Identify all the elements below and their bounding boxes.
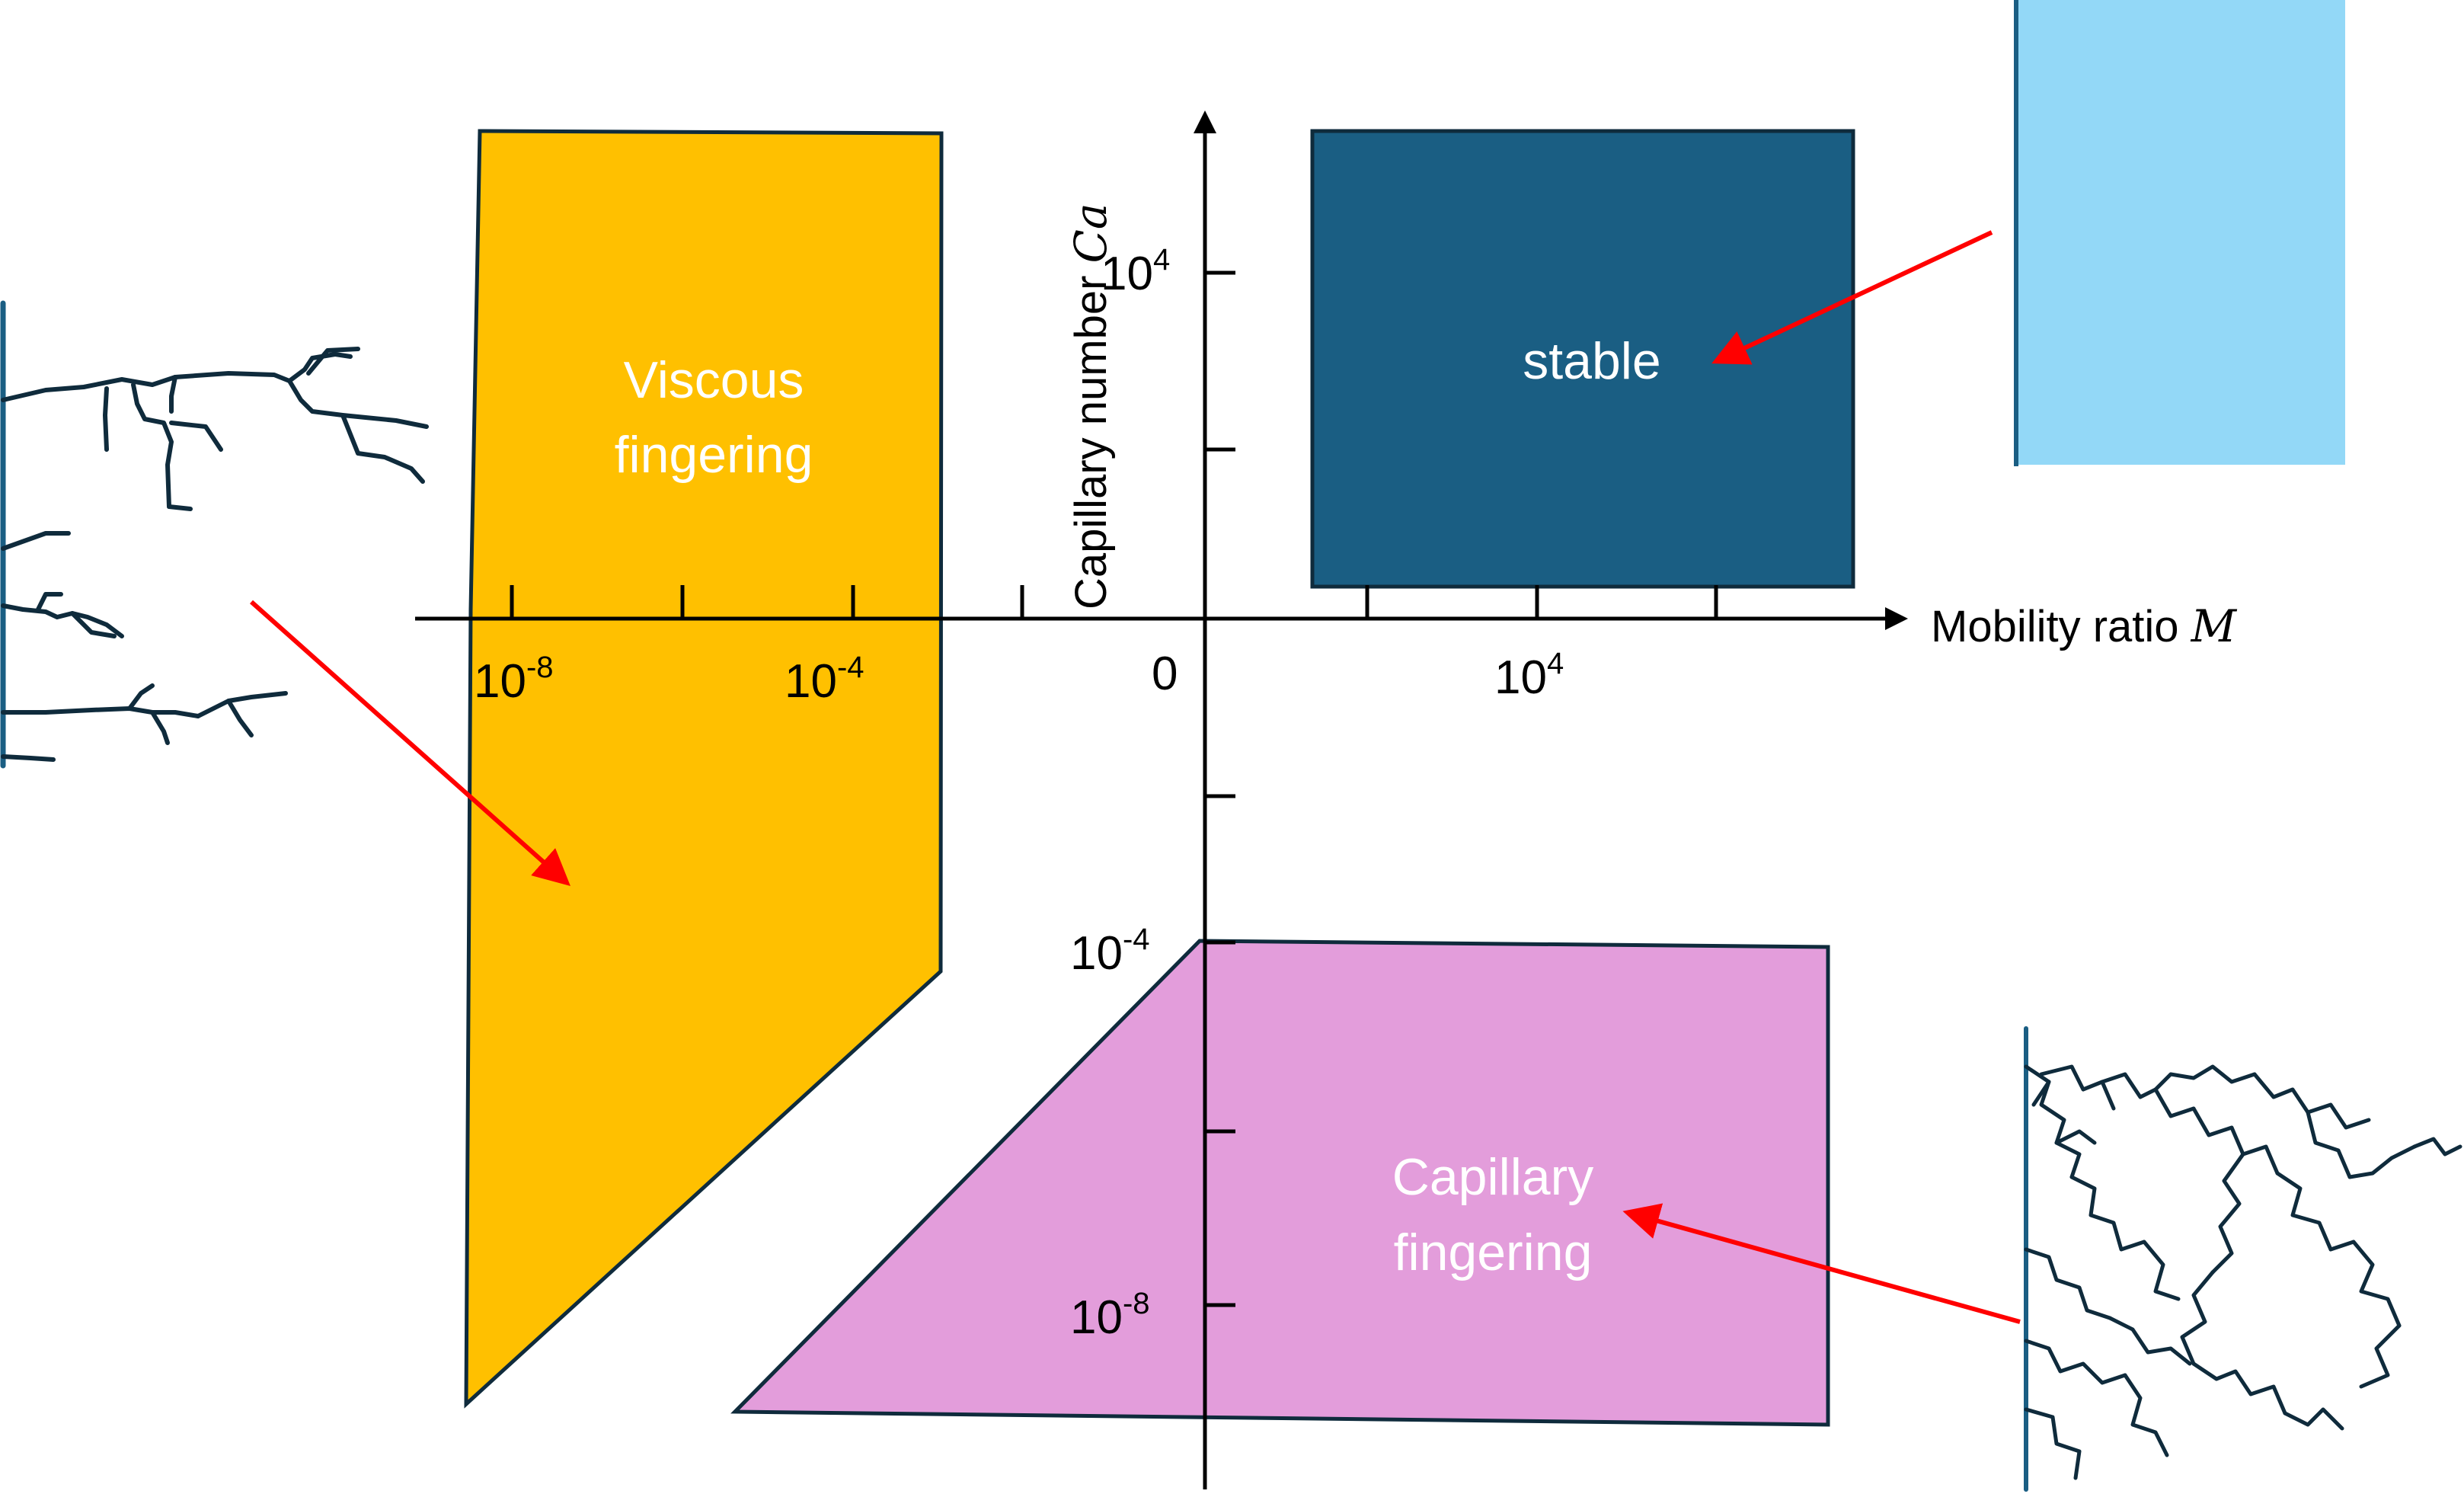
x-tick-marks <box>510 585 1718 619</box>
x-tick-label-1e4: 104 <box>1494 647 1564 704</box>
y-tick-label-1e-8: 10-8 <box>1070 1287 1150 1344</box>
viscous-label-line2: fingering <box>615 426 813 484</box>
y-tick-label-1e4: 104 <box>1101 243 1170 300</box>
y-tick-label-1e-4: 10-4 <box>1070 923 1150 980</box>
arrow-to-capillary <box>1622 1203 2021 1324</box>
y-axis-title: Capillary number Ca <box>1065 203 1117 610</box>
x-tick-label-1e-8: 10-8 <box>474 651 554 708</box>
viscous-label-line1: Viscous <box>624 351 804 409</box>
arrow-to-viscous <box>250 600 570 886</box>
x-axis-title: Mobility ratio M <box>1931 600 2238 652</box>
origin-label: 0 <box>1152 648 1178 700</box>
viscous-fingering-pattern <box>0 300 429 769</box>
x-tick-label-1e-4: 10-4 <box>785 651 864 708</box>
capillary-fingering-pattern <box>2024 1026 2462 1492</box>
stable-front-illustration <box>2014 0 2345 466</box>
capillary-label-line1: Capillary <box>1392 1148 1594 1206</box>
capillary-label-line2: fingering <box>1394 1224 1593 1281</box>
y-tick-marks <box>1205 270 1235 1307</box>
capillary-fingering-region <box>730 939 1830 1427</box>
stable-region <box>1310 129 1855 589</box>
arrow-to-stable <box>1711 230 1993 365</box>
stable-label: stable <box>1523 332 1660 390</box>
viscous-fingering-region <box>464 129 944 1409</box>
